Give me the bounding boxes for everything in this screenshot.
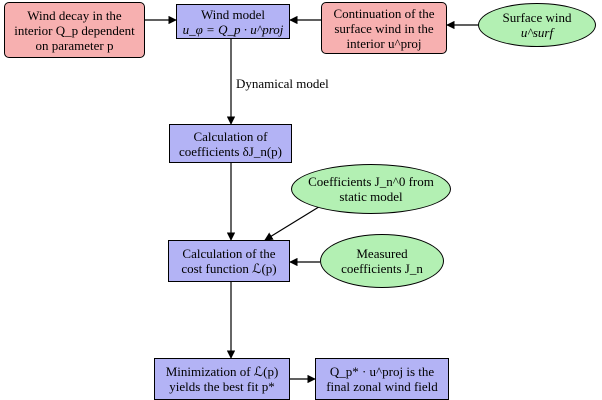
node-wind-model: Wind model u_φ = Q_p · u^proj: [176, 4, 290, 39]
minimization-line-2: yields the best fit p*: [169, 379, 275, 394]
node-measured: Measured coefficients J_n: [320, 234, 444, 288]
surface-wind-line-2: u^surf: [520, 25, 554, 40]
wind-model-line-1: Wind model: [200, 6, 266, 22]
wind-decay-line-1: Wind decay in the: [27, 7, 122, 23]
node-surface-wind: Surface wind u^surf: [478, 3, 596, 47]
edge-label-dynamical-model: Dynamical model: [236, 76, 329, 91]
wind-model-line-2: u_φ = Q_p · u^proj: [182, 21, 284, 37]
edge-static-to-cost: [264, 204, 323, 241]
measured-line-2: coefficients J_n: [341, 261, 423, 276]
calc-cost-line-1: Calculation of the: [182, 246, 276, 261]
measured-line-1: Measured: [356, 246, 408, 261]
coeff-static-line-1: Coefficients J_n^0 from: [308, 174, 434, 189]
node-wind-decay: Wind decay in the interior Q_p dependent…: [4, 2, 145, 58]
node-final-field: Q_p* · u^proj is the final zonal wind fi…: [315, 358, 449, 400]
node-minimization: Minimization of ℒ(p) yields the best fit…: [154, 358, 290, 400]
continuation-line-3: interior u^proj: [346, 35, 422, 51]
node-calc-cost: Calculation of the cost function ℒ(p): [168, 240, 290, 282]
node-continuation: Continuation of the surface wind in the …: [321, 2, 447, 54]
minimization-line-1: Minimization of ℒ(p): [165, 364, 279, 379]
coeff-static-line-2: static model: [339, 189, 403, 204]
node-coefficients-static: Coefficients J_n^0 from static model: [291, 164, 451, 214]
calc-coeff-line-1: Calculation of: [193, 128, 268, 144]
wind-decay-line-3: on parameter p: [35, 37, 114, 53]
calc-cost-line-2: cost function ℒ(p): [181, 261, 277, 276]
calc-coeff-line-2: coefficients δJ_n(p): [179, 143, 282, 159]
final-field-line-1: Q_p* · u^proj is the: [329, 364, 435, 379]
surface-wind-line-1: Surface wind: [502, 10, 572, 25]
continuation-line-1: Continuation of the: [333, 5, 435, 21]
continuation-line-2: surface wind in the: [334, 20, 434, 36]
final-field-line-2: final zonal wind field: [326, 379, 438, 394]
node-calc-coefficients: Calculation of coefficients δJ_n(p): [169, 124, 292, 163]
wind-decay-line-2: interior Q_p dependent: [14, 22, 135, 38]
